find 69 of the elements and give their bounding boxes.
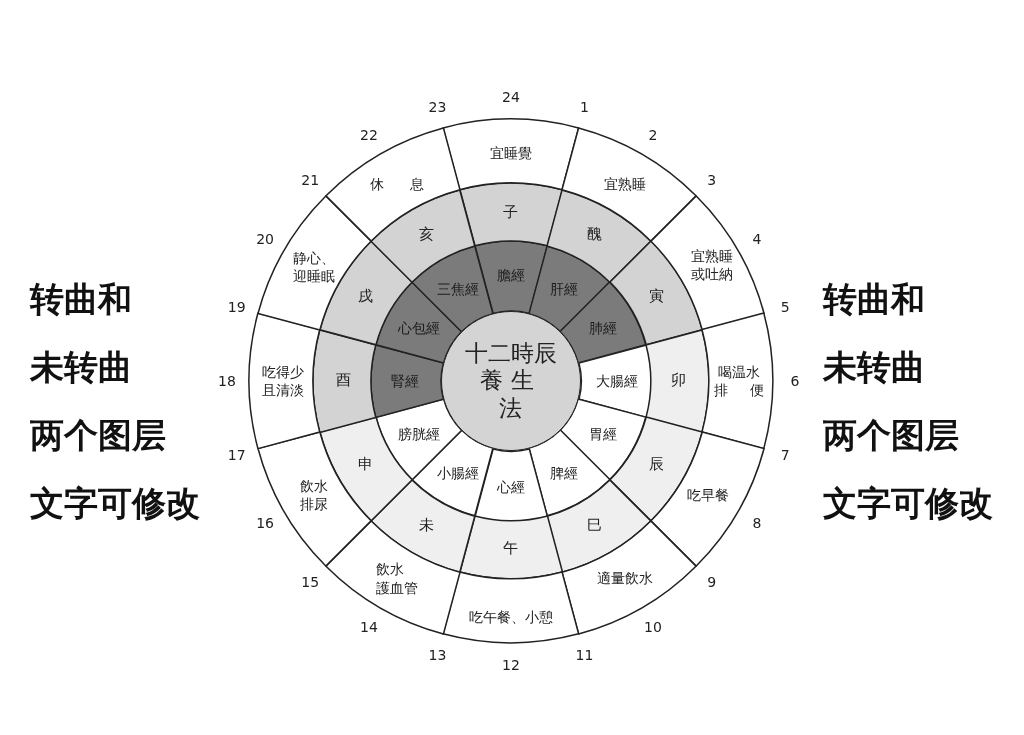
segment-label: 吃得少且清淡 (262, 362, 304, 400)
hour-number: 20 (256, 231, 274, 247)
hour-number: 21 (301, 172, 320, 189)
segment-label: 戌 (358, 287, 373, 307)
segment-label: 吃午餐、小憩 (469, 607, 553, 627)
segment-label: 膽經 (497, 265, 525, 285)
segment-label: 小腸經 (437, 463, 479, 482)
hour-number: 18 (218, 373, 236, 389)
segment-label: 大腸經 (596, 371, 638, 391)
hour-number: 7 (780, 446, 790, 463)
segment-label: 酉 (335, 371, 351, 391)
segment-label: 巳 (587, 516, 603, 537)
segment-label: 適量飲水 (597, 569, 653, 588)
hour-number: 23 (428, 98, 447, 115)
side-note: 文字可修改 (30, 482, 200, 525)
segment-label: 宜睡覺 (490, 143, 532, 163)
center-title: 十二時辰養生法 (465, 339, 557, 423)
side-note: 转曲和 (30, 278, 132, 321)
segment-label: 宜熟睡 (604, 174, 646, 193)
hour-number: 12 (502, 657, 520, 673)
segment-label: 午 (503, 539, 519, 559)
segment-label: 肺經 (588, 318, 617, 338)
segment-label: 喝温水排 便 (714, 362, 764, 400)
segment-label: 脾經 (550, 463, 578, 482)
hour-number: 14 (360, 618, 378, 635)
side-note: 未转曲 (823, 346, 925, 389)
hour-number: 4 (752, 231, 762, 247)
side-note: 未转曲 (30, 346, 132, 389)
hour-number: 11 (575, 647, 594, 664)
segment-label: 腎經 (391, 371, 419, 391)
hour-number: 24 (502, 89, 520, 105)
segment-label: 心經 (497, 477, 525, 497)
hour-number: 16 (256, 515, 274, 531)
hour-number: 15 (301, 573, 320, 590)
side-note: 文字可修改 (823, 482, 993, 525)
segment-label: 胃經 (588, 424, 617, 444)
hour-number: 10 (644, 618, 662, 635)
hour-number: 5 (780, 299, 790, 316)
segment-label: 静心、迎睡眠 (292, 248, 335, 286)
side-note: 两个图层 (30, 414, 166, 457)
side-note: 转曲和 (823, 278, 925, 321)
segment-label: 申 (358, 455, 373, 475)
segment-label: 卯 (671, 371, 687, 391)
side-note: 两个图层 (823, 414, 959, 457)
hour-number: 9 (707, 573, 717, 590)
hour-number: 22 (360, 127, 378, 144)
segment-label: 未 (419, 516, 435, 537)
segment-label: 肝經 (550, 280, 578, 299)
segment-label: 膀胱經 (398, 424, 441, 444)
hour-number: 1 (580, 98, 589, 115)
hour-number: 2 (648, 127, 658, 144)
hour-number: 17 (227, 446, 246, 463)
segment-label: 三焦經 (437, 280, 479, 299)
segment-label: 寅 (648, 287, 664, 307)
hour-number: 6 (790, 373, 800, 389)
segment-label: 醜 (587, 225, 603, 246)
segment-label: 心包經 (398, 318, 441, 338)
segment-label: 辰 (648, 455, 664, 475)
hour-number: 3 (707, 172, 717, 189)
segment-label: 吃早餐 (687, 485, 730, 505)
segment-label: 飲水護血管 (376, 560, 418, 597)
hour-number: 13 (428, 647, 447, 664)
hour-number: 19 (227, 299, 246, 316)
segment-label: 休 息 (369, 174, 425, 193)
segment-label: 飲水排尿 (299, 476, 328, 514)
hour-number: 8 (752, 515, 762, 531)
segment-label: 子 (503, 203, 519, 223)
segment-label: 宜熟睡或吐納 (690, 246, 733, 284)
segment-label: 亥 (419, 225, 435, 246)
